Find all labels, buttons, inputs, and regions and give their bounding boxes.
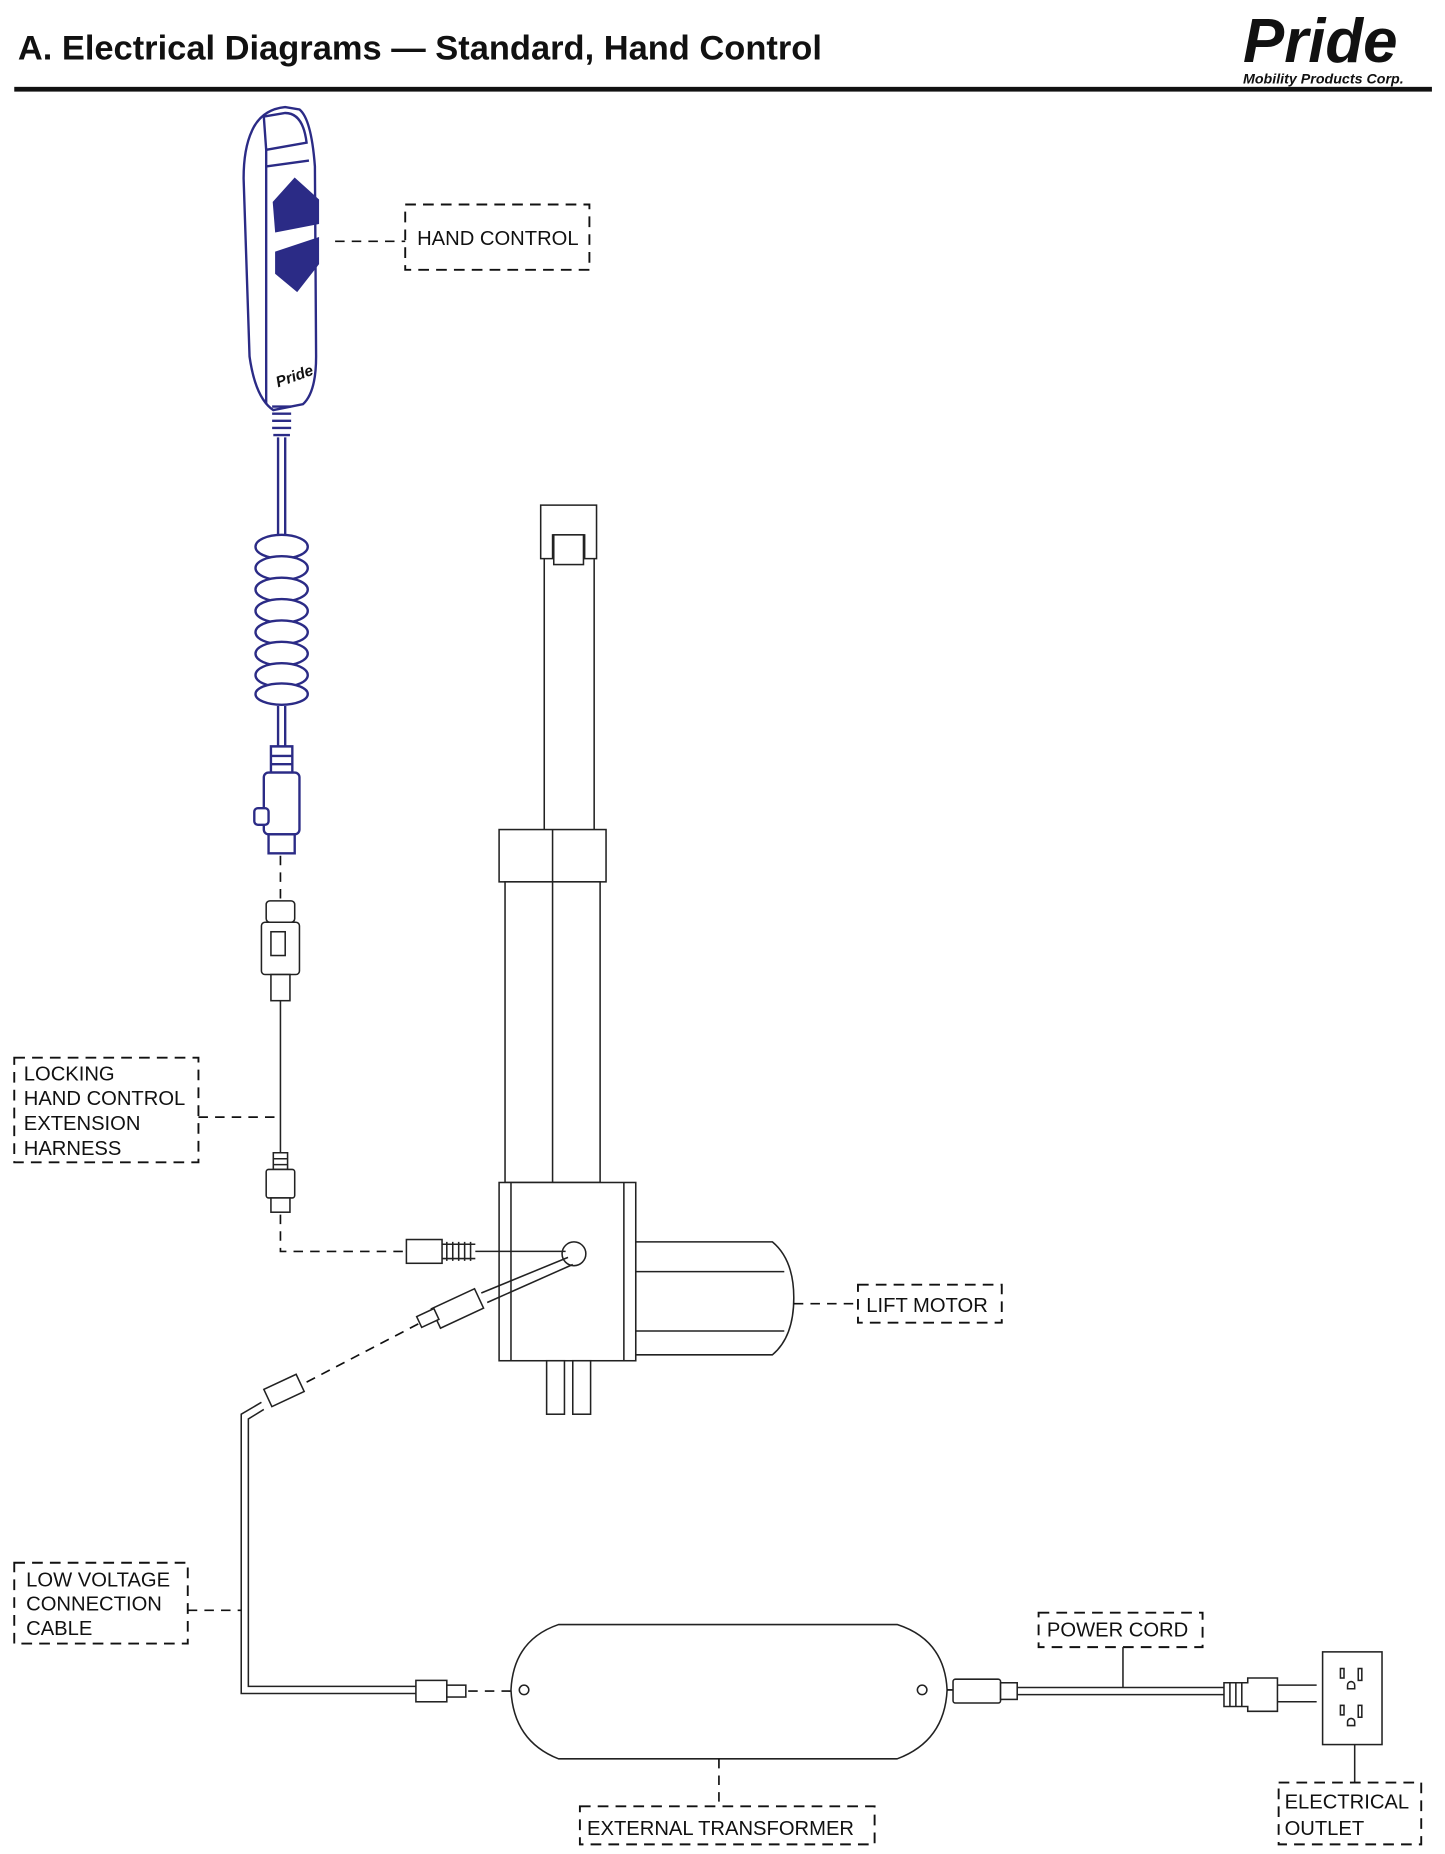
svg-text:EXTENSION: EXTENSION: [24, 1113, 141, 1135]
electrical-outlet-illustration: [1321, 1651, 1383, 1746]
svg-text:EXTERNAL TRANSFORMER: EXTERNAL TRANSFORMER: [587, 1818, 854, 1840]
svg-text:HAND CONTROL: HAND CONTROL: [24, 1088, 186, 1110]
pride-logo: Pride Mobility Products Corp.: [1243, 7, 1404, 87]
svg-text:OUTLET: OUTLET: [1285, 1818, 1365, 1840]
svg-text:HARNESS: HARNESS: [24, 1138, 122, 1160]
label-external-transformer: EXTERNAL TRANSFORMER: [578, 1758, 876, 1846]
label-hand-control: HAND CONTROL: [335, 203, 591, 271]
label-extension-harness: LOCKING HAND CONTROL EXTENSION HARNESS: [13, 1056, 279, 1164]
svg-text:LOCKING: LOCKING: [24, 1063, 115, 1085]
svg-text:CABLE: CABLE: [26, 1618, 92, 1640]
lift-motor-illustration: [306, 504, 795, 1415]
header-rule: [14, 86, 1432, 92]
label-electrical-outlet: ELECTRICAL OUTLET: [1277, 1744, 1423, 1846]
svg-text:CONNECTION: CONNECTION: [26, 1593, 162, 1615]
label-power-cord: POWER CORD: [1037, 1611, 1204, 1688]
label-lift-motor: LIFT MOTOR: [793, 1283, 1003, 1324]
svg-text:ELECTRICAL: ELECTRICAL: [1285, 1792, 1410, 1814]
external-transformer-illustration: [510, 1623, 954, 1760]
power-cord-illustration: [952, 1677, 1317, 1713]
svg-text:LIFT MOTOR: LIFT MOTOR: [866, 1295, 988, 1317]
page-title: A. Electrical Diagrams — Standard, Hand …: [18, 30, 822, 68]
label-low-voltage-cable: LOW VOLTAGE CONNECTION CABLE: [13, 1561, 242, 1645]
svg-text:LOW VOLTAGE: LOW VOLTAGE: [26, 1570, 170, 1592]
svg-text:HAND CONTROL: HAND CONTROL: [417, 228, 579, 250]
svg-text:Mobility Products Corp.: Mobility Products Corp.: [1243, 71, 1404, 87]
svg-text:POWER CORD: POWER CORD: [1047, 1619, 1188, 1641]
low-voltage-cable-illustration: [240, 1373, 511, 1703]
svg-text:Pride: Pride: [1243, 7, 1398, 76]
hand-control-illustration: Pride: [242, 105, 320, 855]
extension-harness-illustration: [260, 855, 407, 1253]
